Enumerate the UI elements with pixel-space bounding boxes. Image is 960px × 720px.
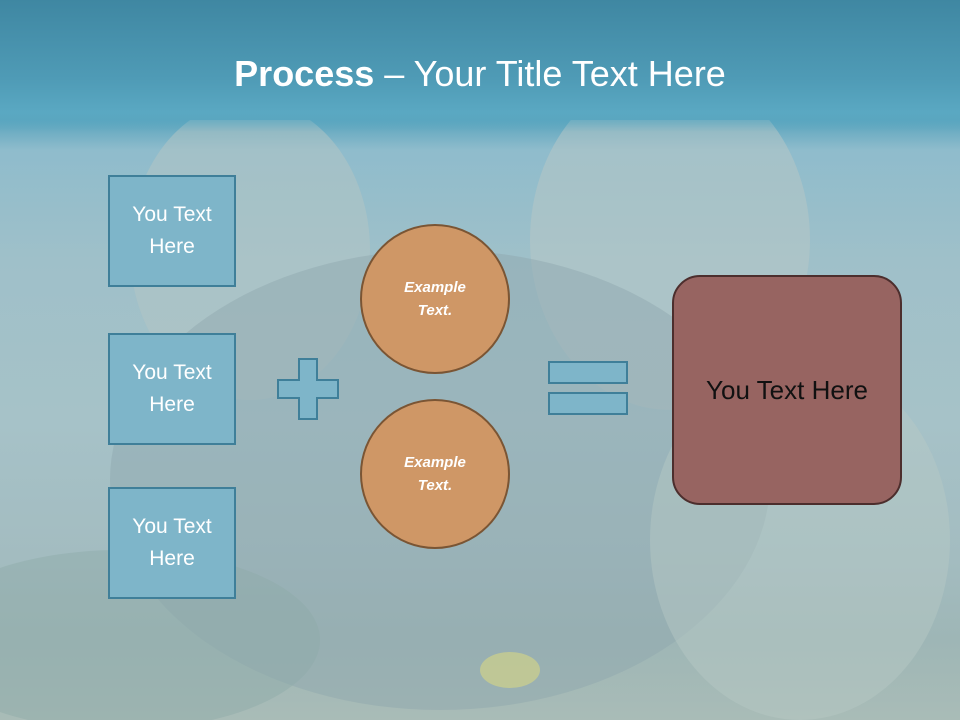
page-title: Process – Your Title Text Here bbox=[0, 52, 960, 96]
result-box[interactable]: You Text Here bbox=[672, 275, 902, 505]
example-circle-1[interactable]: Example Text. bbox=[360, 224, 510, 374]
equals-icon bbox=[548, 361, 628, 415]
example-circle-2-label: Example Text. bbox=[404, 454, 466, 494]
title-text: Your Title Text Here bbox=[413, 53, 726, 94]
title-band bbox=[0, 0, 960, 132]
result-box-label: You Text Here bbox=[706, 374, 868, 405]
plus-icon bbox=[277, 358, 339, 420]
input-box-3-label: You Text Here bbox=[132, 515, 212, 570]
example-circle-1-label: Example Text. bbox=[404, 279, 466, 319]
input-box-1[interactable]: You Text Here bbox=[108, 175, 236, 287]
input-box-1-label: You Text Here bbox=[132, 203, 212, 258]
input-box-2-label: You Text Here bbox=[132, 361, 212, 416]
input-box-2[interactable]: You Text Here bbox=[108, 333, 236, 445]
example-circle-2[interactable]: Example Text. bbox=[360, 399, 510, 549]
input-box-3[interactable]: You Text Here bbox=[108, 487, 236, 599]
title-dash: – bbox=[374, 53, 414, 94]
title-bold: Process bbox=[234, 53, 375, 94]
